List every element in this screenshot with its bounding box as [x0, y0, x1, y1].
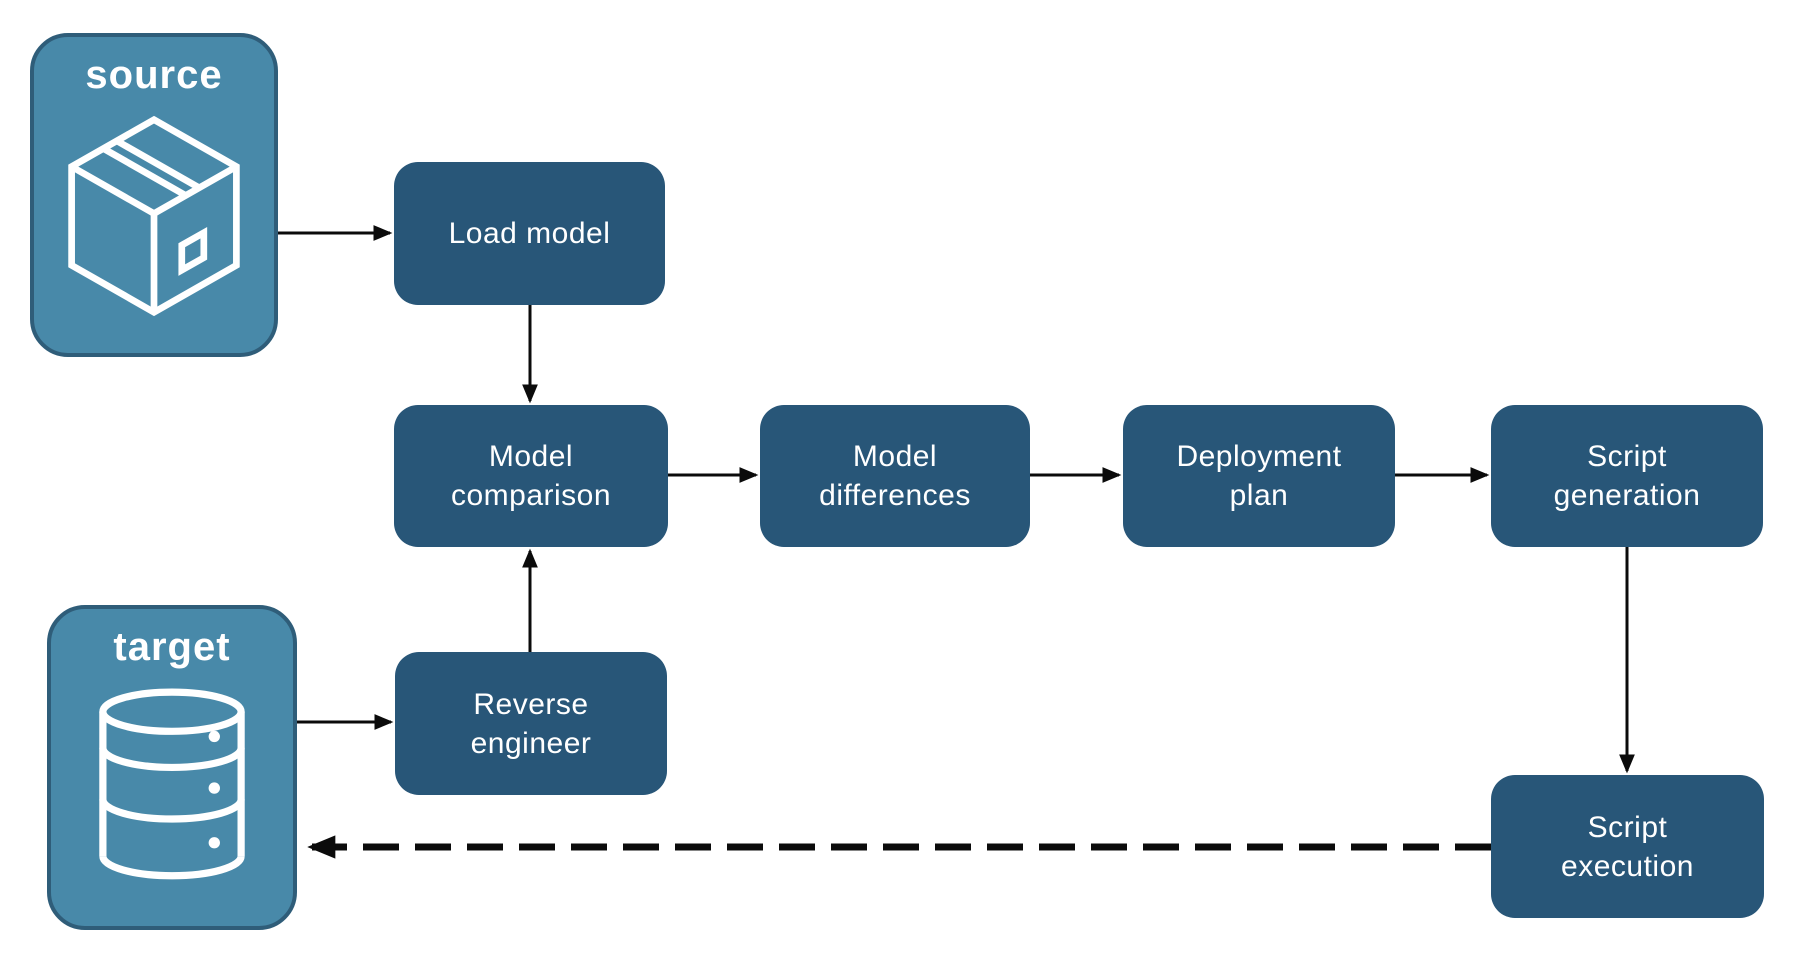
node-label: Model comparison	[450, 440, 612, 512]
node-label: Script execution	[1561, 810, 1694, 883]
node-script-generation: Script generation	[1491, 405, 1763, 547]
target-label: target	[113, 625, 231, 669]
node-script-execution: Script execution	[1491, 775, 1764, 918]
database-icon	[99, 688, 245, 880]
node-model-differences: Model differences	[760, 405, 1030, 547]
node-deployment-plan: Deployment plan	[1123, 405, 1395, 547]
node-label: Script generation	[1553, 440, 1701, 512]
node-label: Load model	[448, 217, 611, 250]
node-reverse-engineer: Reverse engineer	[395, 652, 667, 795]
node-label: Deployment plan	[1176, 440, 1342, 512]
endpoint-source: source	[30, 33, 278, 357]
node-load-model: Load model	[394, 162, 665, 305]
node-model-comparison: Model comparison	[394, 405, 668, 547]
node-label: Model differences	[819, 440, 971, 512]
node-label: Reverse engineer	[470, 687, 592, 760]
source-label: source	[85, 53, 223, 97]
package-icon	[68, 115, 240, 317]
endpoint-target: target	[47, 605, 297, 930]
